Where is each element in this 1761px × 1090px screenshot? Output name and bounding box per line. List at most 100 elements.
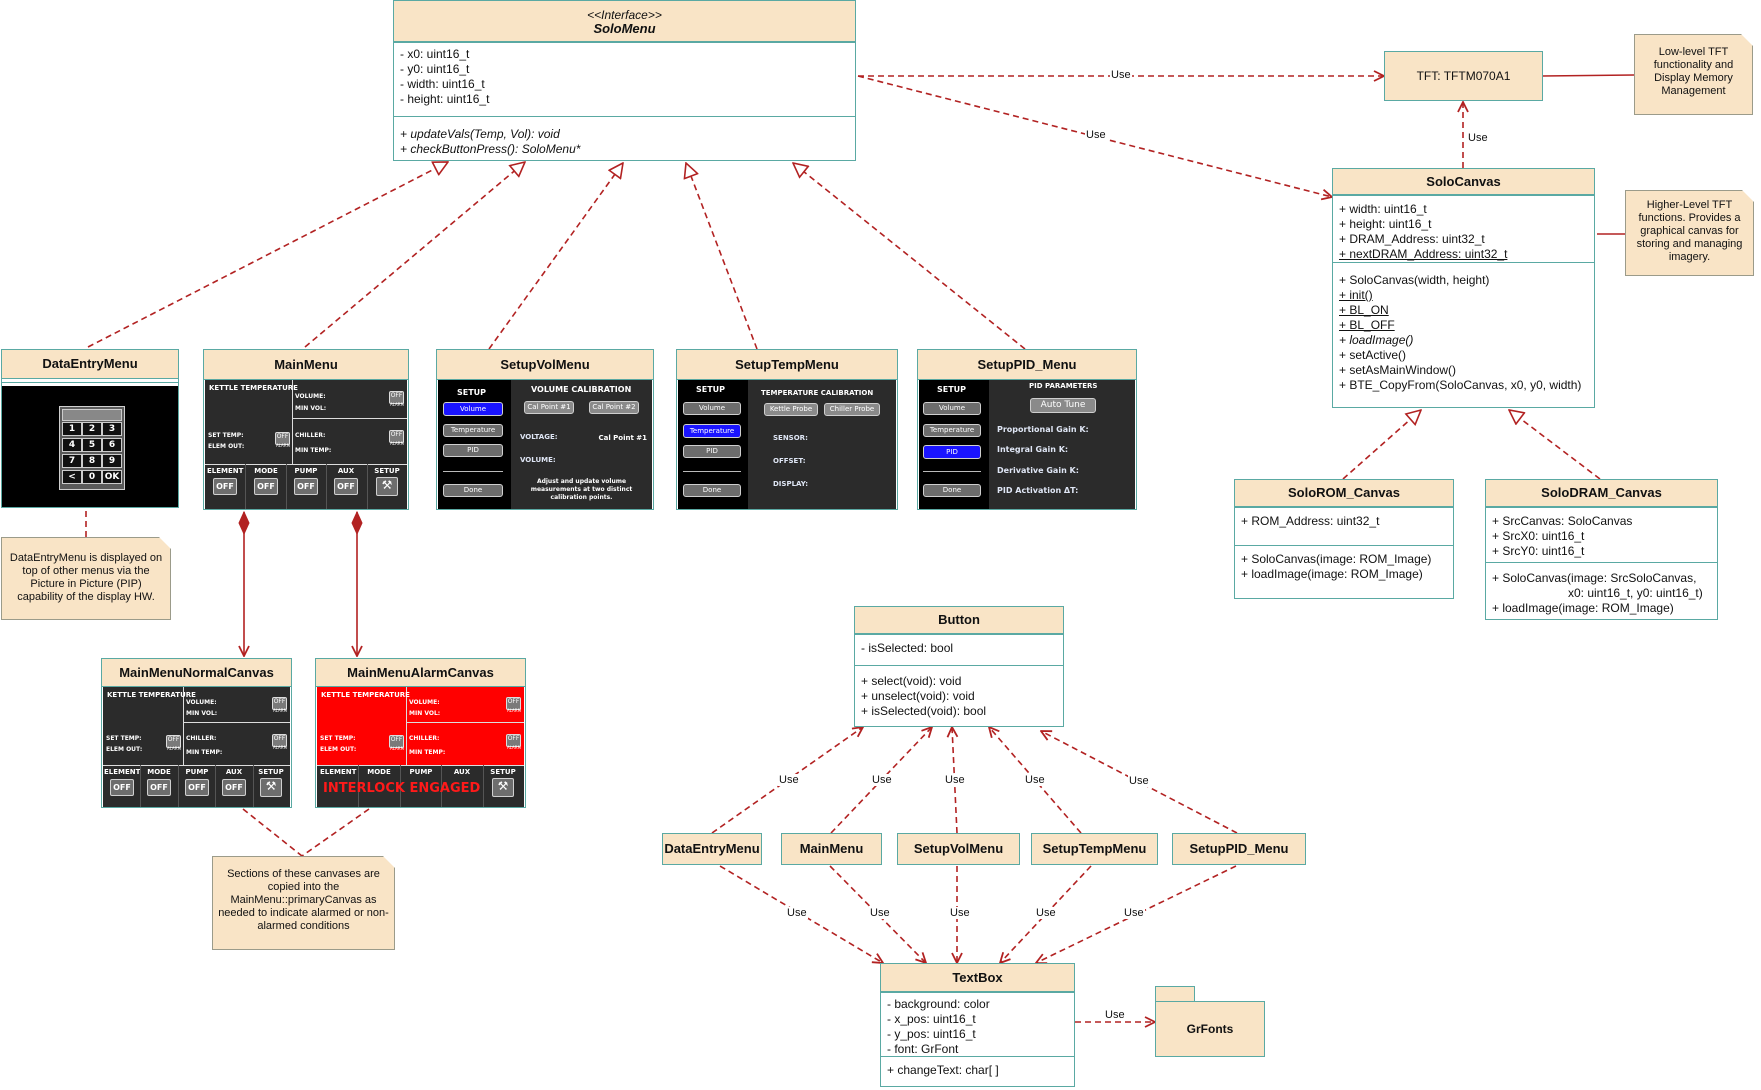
attribute: + SrcCanvas: SoloCanvas (1492, 514, 1633, 528)
done-button[interactable]: Done (683, 484, 741, 497)
bottom-dataentry-menu[interactable]: DataEntryMenu (662, 833, 762, 865)
wrench-icon[interactable]: ⚒ (492, 778, 514, 797)
keypad-key[interactable]: 1 (62, 422, 82, 436)
pid-button[interactable]: PID (683, 445, 741, 458)
tab-label: ELEMENT (320, 768, 357, 776)
textbox-class[interactable]: TextBox - background: color - x_pos: uin… (880, 963, 1075, 1087)
class-name: MainMenuNormalCanvas (102, 659, 291, 687)
chiller-probe-button[interactable]: Chiller Probe (824, 403, 880, 416)
keypad-key[interactable]: 5 (82, 438, 102, 452)
keypad-key[interactable]: 6 (102, 438, 122, 452)
method: + setActive() (1339, 348, 1407, 362)
volume-button[interactable]: Volume (683, 402, 741, 415)
alarm-caption: ALARM (273, 745, 288, 750)
setuppid-menu-class[interactable]: SetupPID_Menu SETUP Volume Temperature P… (917, 349, 1137, 510)
volume-button[interactable]: Volume (923, 402, 981, 415)
pid-button[interactable]: PID (923, 445, 981, 459)
alarm-caption: ALARM (276, 443, 291, 448)
solodram-class[interactable]: SoloDRAM_Canvas + SrcCanvas: SoloCanvas … (1485, 479, 1718, 620)
use-label: Use (778, 774, 800, 786)
bottom-setupvol-menu[interactable]: SetupVolMenu (897, 833, 1020, 865)
setuptemp-menu-class[interactable]: SetupTempMenu SETUP Volume Temperature P… (676, 349, 898, 510)
class-name: SetupVolMenu (437, 350, 653, 380)
methods-section: + updateVals(Temp, Vol): void + checkBut… (394, 116, 855, 161)
keypad-key[interactable]: 0 (82, 470, 102, 484)
auto-tune-button[interactable]: Auto Tune (1030, 398, 1096, 413)
method: + loadImage(image: ROM_Image) (1241, 567, 1423, 581)
attribute: + SrcX0: uint16_t (1492, 529, 1585, 543)
done-button[interactable]: Done (443, 484, 503, 497)
off-button[interactable]: OFF (110, 779, 134, 796)
cal-point-1-button[interactable]: Cal Point #1 (524, 401, 574, 414)
attribute: + ROM_Address: uint32_t (1241, 514, 1380, 528)
temperature-button[interactable]: Temperature (683, 424, 741, 438)
grfonts-package[interactable]: GrFonts (1155, 1001, 1265, 1057)
button-class[interactable]: Button - isSelected: bool + select(void)… (854, 606, 1064, 727)
tft-class[interactable]: TFT: TFTM070A1 (1384, 51, 1543, 101)
keypad-key[interactable]: < (62, 470, 82, 484)
interlock-banner: INTERLOCK ENGAGED (323, 781, 481, 796)
class-header: <<Interface>> SoloMenu (394, 1, 855, 42)
temperature-button[interactable]: Temperature (923, 424, 981, 437)
tab-label: MODE (254, 467, 278, 475)
class-name: TextBox (881, 964, 1074, 992)
wrench-icon[interactable]: ⚒ (376, 477, 398, 496)
tab-label: AUX (337, 467, 355, 475)
keypad-key[interactable]: 2 (82, 422, 102, 436)
kettle-probe-button[interactable]: Kettle Probe (764, 403, 818, 416)
setupvol-menu-class[interactable]: SetupVolMenu SETUP Volume Temperature PI… (436, 349, 654, 510)
keypad-key[interactable]: 4 (62, 438, 82, 452)
off-button[interactable]: OFF (334, 478, 358, 495)
solocanvas-class[interactable]: SoloCanvas + width: uint16_t + height: u… (1332, 168, 1595, 408)
bottom-main-menu[interactable]: MainMenu (781, 833, 882, 865)
off-button[interactable]: OFF (222, 779, 246, 796)
bottom-setuptemp-menu[interactable]: SetupTempMenu (1031, 833, 1158, 865)
wrench-icon[interactable]: ⚒ (260, 778, 282, 797)
class-name: SetupPID_Menu (918, 350, 1136, 380)
pid-button[interactable]: PID (443, 444, 503, 457)
keypad-key[interactable]: 7 (62, 454, 82, 468)
off-button[interactable]: OFF (185, 779, 209, 796)
off-button[interactable]: OFF (213, 478, 237, 495)
package-tab (1155, 986, 1195, 1002)
done-button[interactable]: Done (923, 484, 981, 497)
method: + updateVals(Temp, Vol): void (400, 127, 560, 141)
derivative-gain-label: Derivative Gain K: (997, 466, 1079, 475)
tab-label: SETUP (490, 768, 516, 776)
off-button[interactable]: OFF (294, 478, 318, 495)
cal-point-2-button[interactable]: Cal Point #2 (589, 401, 639, 414)
keypad-key[interactable]: 8 (82, 454, 102, 468)
solorom-class[interactable]: SoloROM_Canvas + ROM_Address: uint32_t +… (1234, 479, 1454, 599)
divider (406, 687, 407, 765)
panel-title: PID PARAMETERS (1029, 382, 1098, 390)
off-button[interactable]: OFF (147, 779, 171, 796)
set-temp-label: SET TEMP: (106, 735, 142, 742)
keypad-key[interactable]: OK (102, 470, 122, 484)
attributes-section: + ROM_Address: uint32_t (1235, 507, 1453, 545)
solomenu-class[interactable]: <<Interface>> SoloMenu - x0: uint16_t - … (393, 0, 856, 161)
divider (140, 765, 141, 807)
bottom-setuppid-menu[interactable]: SetupPID_Menu (1172, 833, 1306, 865)
note-fold (159, 537, 171, 549)
keypad-key[interactable]: 9 (102, 454, 122, 468)
temperature-button[interactable]: Temperature (443, 424, 503, 437)
use-label: Use (1110, 69, 1132, 81)
methods-section: + SoloCanvas(width, height) + init() + B… (1333, 262, 1594, 397)
off-button[interactable]: OFF (254, 478, 278, 495)
keypad-key[interactable]: 3 (102, 422, 122, 436)
class-name: Button (855, 607, 1063, 634)
volume-button[interactable]: Volume (443, 402, 503, 416)
